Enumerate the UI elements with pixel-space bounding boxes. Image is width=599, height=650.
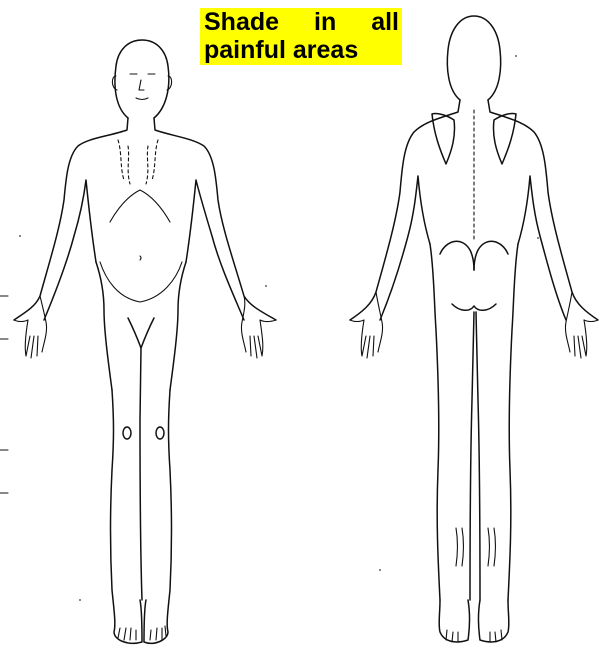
margin-ticks [0, 296, 8, 493]
instruction-line-1: Shade in all [204, 8, 399, 36]
instruction-line-2: painful areas [204, 36, 399, 64]
scan-specks [19, 55, 539, 601]
back-body-outline-icon[interactable] [350, 16, 598, 642]
instruction-label: Shade in all painful areas [200, 8, 402, 65]
front-body-outline-icon[interactable] [14, 40, 276, 643]
